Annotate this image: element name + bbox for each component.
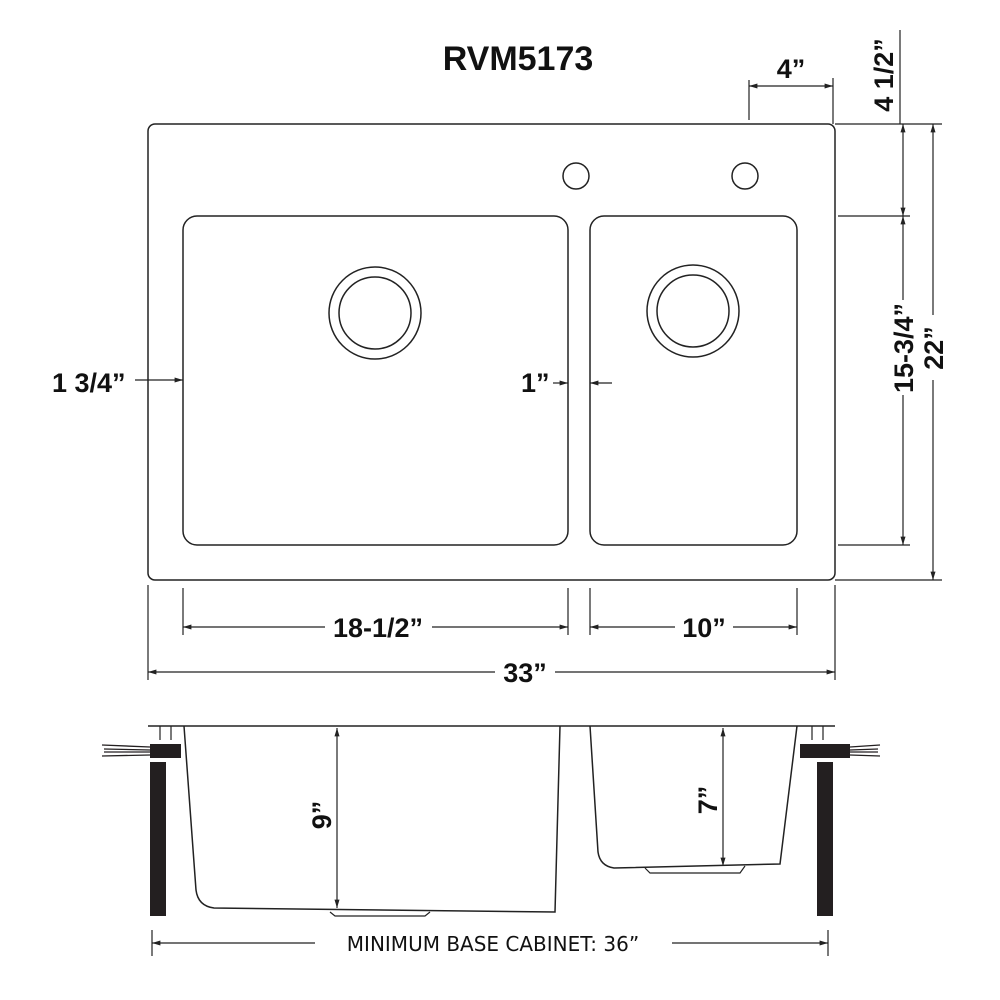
dim-bowl-depth: 15-3/4” [889,303,919,393]
top-view [147,123,836,581]
dim-left-bowl-depth: 9” [307,801,337,830]
faucet-hole-right [731,162,759,190]
right-drain-flange [644,865,746,874]
dim-faucet-spacing: 4” [777,54,806,84]
side-view: 9” 7” MINIMUM BASE CABINET: 36” [101,725,881,956]
dim-overall-depth: 22” [919,326,949,370]
dim-right-bowl-depth: 7” [693,786,723,815]
left-bowl-profile [183,725,561,913]
dim-side-margin: 1 3/4” [52,368,126,398]
sink-rim [147,123,836,581]
right-drain-inner [656,274,730,348]
left-drain-flange [329,911,431,917]
left-bowl [182,215,569,546]
dim-deck-depth: 4 1/2” [869,38,899,112]
model-title: RVM5173 [443,40,594,78]
faucet-hole-left [562,162,590,190]
countertop-right [800,744,850,758]
right-bowl-profile [589,725,798,869]
left-drain-inner [338,276,412,350]
cabinet-wall-right [817,762,833,916]
countertop-left [150,744,181,758]
left-drain-outer [328,266,422,360]
cabinet-wall-left [150,762,166,916]
dimensions: 4” 4 1/2” 15-3/4” 22” 1 3/4” 1” 18-1/2” [52,30,949,688]
dim-left-bowl-width: 18-1/2” [333,613,423,643]
right-drain-outer [646,264,740,358]
min-cabinet-label: MINIMUM BASE CABINET: 36” [347,932,639,956]
dim-right-bowl-width: 10” [682,613,726,643]
dim-overall-width: 33” [503,658,547,688]
dim-divider: 1” [521,368,550,398]
